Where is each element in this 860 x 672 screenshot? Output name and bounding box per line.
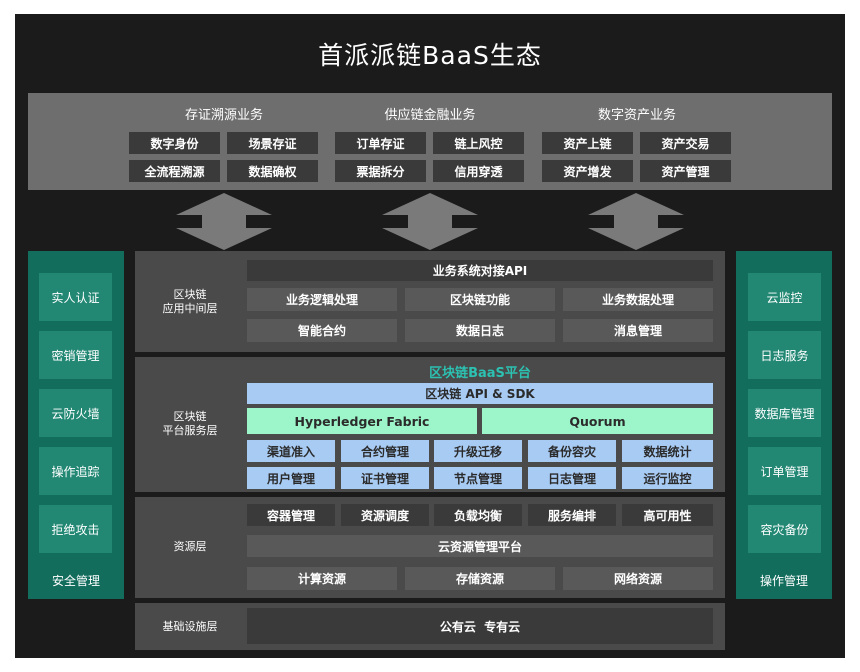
business-item: 票据拆分 (335, 160, 426, 182)
infra-bar: 公有云 专有云 (247, 608, 713, 644)
operations-sidebar-label: 操作管理 (759, 574, 808, 588)
platform-cell: 渠道准入 (247, 440, 335, 462)
app-cell: 区块链功能 (405, 288, 555, 311)
platform-cell: 运行监控 (622, 467, 713, 489)
resource-type-cell: 存储资源 (405, 567, 555, 590)
app-layer-label: 区块链 应用中间层 (140, 288, 240, 316)
platform-cell: 证书管理 (341, 467, 429, 489)
resource-cell: 资源调度 (341, 504, 429, 526)
framework-quorum: Quorum (482, 408, 713, 434)
app-cell: 智能合约 (247, 319, 397, 342)
platform-heading: 区块链BaaS平台 (429, 366, 531, 381)
platform-layer-label-line2: 平台服务层 (162, 424, 218, 437)
security-item: 密销管理 (39, 331, 112, 379)
security-item: 实人认证 (39, 273, 112, 321)
category-title-digital-asset: 数字资产业务 (597, 108, 676, 123)
security-item: 操作追踪 (39, 447, 112, 495)
category-title-traceability: 存证溯源业务 (184, 108, 263, 123)
business-item: 全流程溯源 (129, 160, 220, 182)
business-item: 资产上链 (542, 132, 633, 154)
sdk-bar: 区块链 API & SDK (247, 383, 713, 404)
operations-item: 数据库管理 (748, 389, 821, 437)
business-item: 数字身份 (129, 132, 220, 154)
app-cell: 消息管理 (563, 319, 713, 342)
operations-item: 云监控 (748, 273, 821, 321)
platform-layer-label-line1: 区块链 (173, 410, 207, 423)
business-item: 资产增发 (542, 160, 633, 182)
business-item: 数据确权 (227, 160, 318, 182)
security-item: 拒绝攻击 (39, 505, 112, 553)
app-cell: 业务数据处理 (563, 288, 713, 311)
operations-item: 订单管理 (748, 447, 821, 495)
resource-cell: 服务编排 (528, 504, 616, 526)
app-layer-label-line1: 区块链 (173, 288, 207, 301)
security-sidebar-label: 安全管理 (51, 574, 100, 588)
framework-fabric: Hyperledger Fabric (247, 408, 477, 434)
operations-item: 容灾备份 (748, 505, 821, 553)
business-item: 资产管理 (640, 160, 731, 182)
resource-type-cell: 计算资源 (247, 567, 397, 590)
cloud-platform-bar: 云资源管理平台 (247, 535, 713, 557)
double-arrow-icon (382, 193, 478, 250)
platform-cell: 数据统计 (622, 440, 713, 462)
infra-layer-label: 基础设施层 (162, 620, 218, 633)
double-arrow-icon (176, 193, 272, 250)
resource-cell: 高可用性 (622, 504, 713, 526)
business-item: 链上风控 (433, 132, 524, 154)
operations-item: 日志服务 (748, 331, 821, 379)
platform-cell: 日志管理 (528, 467, 616, 489)
resource-cell: 容器管理 (247, 504, 335, 526)
app-cell: 业务逻辑处理 (247, 288, 397, 311)
app-cell: 数据日志 (405, 319, 555, 342)
platform-cell: 升级迁移 (434, 440, 522, 462)
platform-cell: 备份容灾 (528, 440, 616, 462)
platform-cell: 节点管理 (434, 467, 522, 489)
security-item: 云防火墙 (39, 389, 112, 437)
business-item: 信用穿透 (433, 160, 524, 182)
business-item: 订单存证 (335, 132, 426, 154)
api-bar: 业务系统对接API (247, 260, 713, 281)
resource-type-cell: 网络资源 (563, 567, 713, 590)
page-title: 首派派链BaaS生态 (318, 41, 542, 70)
platform-cell: 合约管理 (341, 440, 429, 462)
business-item: 资产交易 (640, 132, 731, 154)
double-arrow-icon (588, 193, 684, 250)
resource-cell: 负载均衡 (434, 504, 522, 526)
category-title-supply-chain: 供应链金融业务 (384, 108, 476, 123)
platform-layer-label: 区块链 平台服务层 (140, 410, 240, 438)
business-item: 场景存证 (227, 132, 318, 154)
platform-cell: 用户管理 (247, 467, 335, 489)
app-layer-label-line2: 应用中间层 (162, 302, 218, 315)
resource-layer-label: 资源层 (173, 540, 207, 553)
